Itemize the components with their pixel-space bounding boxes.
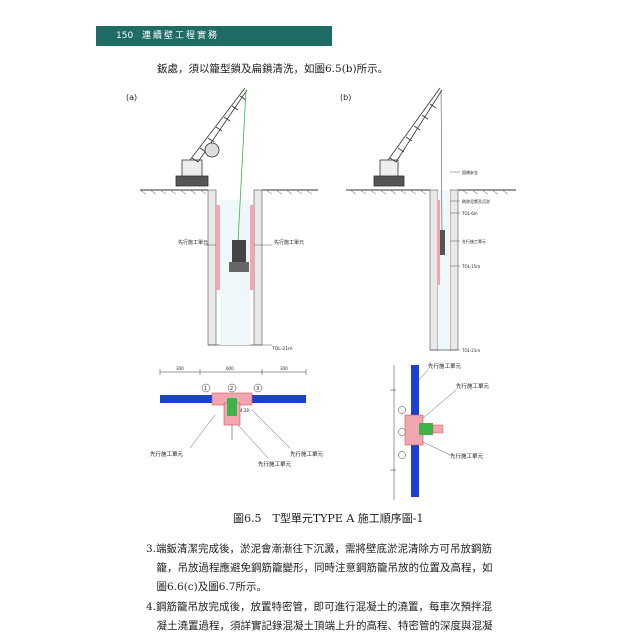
plan-a-dim-3: 300 [280, 366, 288, 371]
a-right-panel-label: 先行施工單元 [274, 239, 304, 246]
page-number: 150 [116, 31, 134, 41]
b-label-3: TOL-6m [461, 211, 478, 216]
b-label-1: 固鎖安全 [462, 169, 478, 175]
paragraph-line: 圖6.6(c)及圖6.7所示。 [146, 581, 267, 593]
paragraph-line: 4.鋼筋籠吊放完成後，放置特密管，即可進行混凝土的澆置，每車次預拌混 [146, 601, 493, 613]
b-label-6: TOL-21m [461, 348, 480, 353]
plan-a-num-2: 2 [230, 386, 233, 392]
paragraph-3: 3.端鈑清潔完成後，淤泥會漸漸往下沉澱，需將壁底淤泥清除方可吊放鋼筋 籠，吊放過… [146, 540, 526, 597]
book-title: 連續壁工程實務 [142, 31, 220, 41]
a-left-panel-label: 先行施工單元 [178, 239, 208, 246]
plan-a-label-right: 先行施工單元 [290, 450, 324, 458]
label-b: (b) [340, 93, 351, 102]
plan-b-label-top: 先行施工單元 [428, 362, 462, 370]
figure-caption: 圖6.5 T型單元TYPE A 施工順序圖-1 [233, 512, 424, 525]
plan-a-num-1: 1 [204, 386, 207, 392]
plan-a-dim-1: 300 [176, 366, 184, 371]
plan-a-label-left: 先行施工單元 [150, 450, 184, 458]
plan-b-label-mid: 先行施工單元 [456, 382, 490, 390]
b-label-2: 刷除泥漿及沉淤 [462, 198, 490, 204]
plan-a-num-3: 3 [256, 386, 259, 392]
paragraph-line: 凝土澆置過程，須詳實記錄混凝土頂端上升的高程、特密管的深度與混凝 [146, 620, 493, 632]
plan-a: 300 600 300 1 2 3 4.28 先行施工單元 先行施工單元 先行施… [150, 366, 324, 468]
paragraph-4: 4.鋼筋籠吊放完成後，放置特密管，即可進行混凝土的澆置，每車次預拌混 凝土澆置過… [146, 598, 526, 636]
paragraph-line: 3.端鈑清潔完成後，淤泥會漸漸往下沉澱，需將壁底淤泥清除方可吊放鋼筋 [146, 543, 493, 555]
intro-text: 鈑處，須以籠型鎖及扁鎖清洗，如圖6.5(b)所示。 [157, 63, 389, 75]
crane-b [373, 87, 443, 231]
crane-a [175, 87, 248, 243]
plan-a-small: 4.28 [240, 408, 249, 413]
b-label-5: TOL-15m [461, 264, 480, 269]
plan-b-label-bottom: 先行施工單元 [450, 452, 484, 460]
label-a: (a) [126, 93, 137, 102]
plan-a-dim-2: 600 [226, 366, 234, 371]
b-label-4: 先行施工單元 [462, 238, 486, 244]
paragraph-line: 籠，吊放過程應避免鋼筋籠變形，同時注意鋼筋籠吊放的位置及高程，如 [146, 562, 493, 574]
plan-b: 先行施工單元 先行施工單元 先行施工單元 [390, 362, 490, 500]
plan-a-label-bottom: 先行施工單元 [258, 460, 292, 468]
page-header: 150 連續壁工程實務 [96, 26, 332, 46]
a-depth-label: TOL-21m [271, 346, 292, 352]
